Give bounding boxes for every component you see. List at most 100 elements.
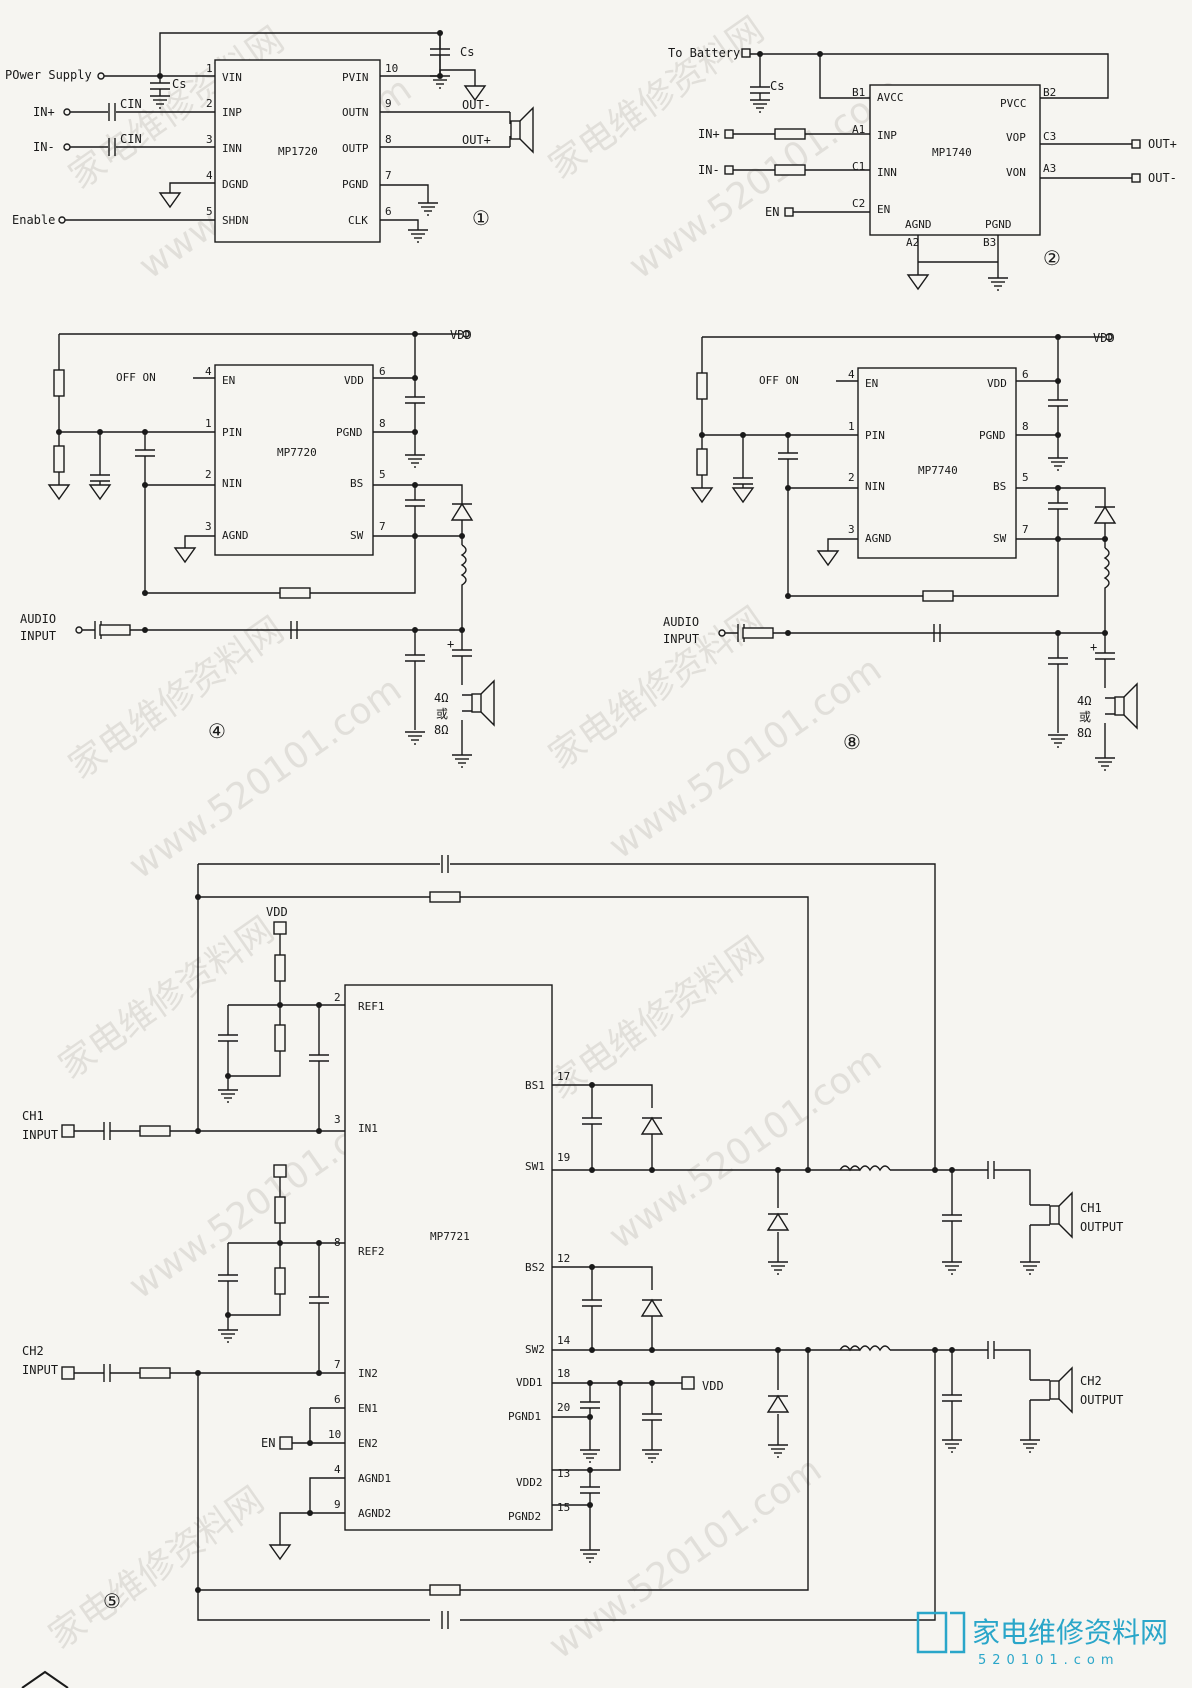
pin-name: EN xyxy=(222,374,235,387)
pin-number: 4 xyxy=(206,169,213,182)
power-supply-label: POwer Supply xyxy=(5,68,92,82)
pin-number: 2 xyxy=(205,468,212,481)
en-label: EN xyxy=(765,205,779,219)
site-logo: 家电维修资料网 520101.com xyxy=(916,1611,1168,1668)
pin-name: PVCC xyxy=(1000,97,1027,110)
chip-mp1720 xyxy=(214,59,381,243)
pin-number: 15 xyxy=(557,1501,570,1514)
pin-name: AGND xyxy=(905,218,932,231)
pin-name: REF1 xyxy=(358,1000,385,1013)
cs-label: Cs xyxy=(460,45,474,59)
pin-name: SW xyxy=(993,532,1007,545)
pin-name: EN xyxy=(865,377,878,390)
pin-number: 5 xyxy=(379,468,386,481)
pin-name: BS1 xyxy=(525,1079,545,1092)
pin-number: 9 xyxy=(334,1498,341,1511)
pin-number: 3 xyxy=(334,1113,341,1126)
pin-number: A1 xyxy=(852,123,865,136)
ch1-input-label: CH1 xyxy=(22,1109,44,1123)
pin-number: 2 xyxy=(334,991,341,1004)
pin-name: PGND1 xyxy=(508,1410,541,1423)
pin-name: PGND xyxy=(979,429,1006,442)
in-plus-label: IN+ xyxy=(33,105,55,119)
diagram-number: ⑧ xyxy=(843,730,861,754)
pin-number: 6 xyxy=(385,205,392,218)
pin-number: 4 xyxy=(334,1463,341,1476)
out-plus-label: OUT+ xyxy=(462,133,491,147)
pin-name: PGND xyxy=(336,426,363,439)
pin-number: 18 xyxy=(557,1367,570,1380)
pin-name: BS xyxy=(993,480,1006,493)
vdd-label: VDD xyxy=(702,1379,724,1393)
diagram-number: ④ xyxy=(208,719,226,743)
svg-text:+: + xyxy=(1090,640,1097,654)
chip-mp1740 xyxy=(869,84,1041,236)
pin-number: 14 xyxy=(557,1334,571,1347)
diagram-number: ② xyxy=(1043,246,1061,270)
impedance-label: 4Ω xyxy=(434,691,448,705)
pin-number: 6 xyxy=(379,365,386,378)
pin-name: PGND2 xyxy=(508,1510,541,1523)
pin-number: 6 xyxy=(334,1393,341,1406)
pin-name: EN xyxy=(877,203,890,216)
ch1-output-label: OUTPUT xyxy=(1080,1220,1123,1234)
pin-number: 2 xyxy=(206,97,213,110)
ch2-input-label: CH2 xyxy=(22,1344,44,1358)
pin-number: 3 xyxy=(205,520,212,533)
diagram-mp7720: MP7720 EN PIN NIN AGND VDD PGND BS SW 4 … xyxy=(20,328,495,768)
pin-name: IN1 xyxy=(358,1122,378,1135)
pin-number: 20 xyxy=(557,1401,570,1414)
pin-name: NIN xyxy=(222,477,242,490)
pin-name: BS2 xyxy=(525,1261,545,1274)
watermark-url: www.520101.com xyxy=(542,1449,829,1667)
logo-url: 520101.com xyxy=(978,1653,1120,1668)
pin-number: 1 xyxy=(848,420,855,433)
battery-label: To Battery xyxy=(668,46,740,60)
impedance-label: 或 xyxy=(436,707,448,721)
chip-label: MP1740 xyxy=(932,146,972,159)
pin-number: 4 xyxy=(848,368,855,381)
impedance-label: 8Ω xyxy=(434,723,448,737)
pin-number: 19 xyxy=(557,1151,570,1164)
pin-number: 2 xyxy=(848,471,855,484)
pin-number: 8 xyxy=(1022,420,1029,433)
pin-number: 17 xyxy=(557,1070,570,1083)
pin-name: OUTN xyxy=(342,106,369,119)
pin-number: 9 xyxy=(385,97,392,110)
diagram-number: ① xyxy=(472,206,490,230)
cin-label: CIN xyxy=(120,97,142,111)
chip-label: MP1720 xyxy=(278,145,318,158)
pin-number: A2 xyxy=(906,236,919,249)
pin-number: 3 xyxy=(848,523,855,536)
chip-mp7740 xyxy=(857,367,1017,559)
in-minus-label: IN- xyxy=(33,140,55,154)
audio-input-label: AUDIO xyxy=(20,612,56,626)
pin-name: SW xyxy=(350,529,364,542)
pin-number: 7 xyxy=(1022,523,1029,536)
cs-label: Cs xyxy=(770,79,784,93)
impedance-label: 或 xyxy=(1079,710,1091,724)
pin-number: 3 xyxy=(206,133,213,146)
diagram-mp7740: MP7740 EN PIN NIN AGND VDD PGND BS SW 4 … xyxy=(663,331,1138,771)
pin-number: 1 xyxy=(205,417,212,430)
pin-number: 10 xyxy=(328,1428,341,1441)
pin-number: 8 xyxy=(385,133,392,146)
pin-name: AGND xyxy=(865,532,892,545)
pin-number: B2 xyxy=(1043,86,1056,99)
ch2-output-label: OUTPUT xyxy=(1080,1393,1123,1407)
pin-name: SW2 xyxy=(525,1343,545,1356)
pin-name: IN2 xyxy=(358,1367,378,1380)
pin-number: 1 xyxy=(206,62,213,75)
pin-name: EN1 xyxy=(358,1402,378,1415)
pin-number: B1 xyxy=(852,86,865,99)
pin-name: AGND2 xyxy=(358,1507,391,1520)
pin-number: 12 xyxy=(557,1252,570,1265)
pin-number: 10 xyxy=(385,62,398,75)
enable-label: Enable xyxy=(12,213,55,227)
pin-number: 5 xyxy=(206,205,213,218)
pin-number: 5 xyxy=(1022,471,1029,484)
pin-name: VON xyxy=(1006,166,1026,179)
pin-name: INN xyxy=(877,166,897,179)
diagram-mp1720: MP1720 VIN INP INN DGND SHDN 1 2 3 4 5 P… xyxy=(5,30,534,243)
pin-number: 7 xyxy=(379,520,386,533)
